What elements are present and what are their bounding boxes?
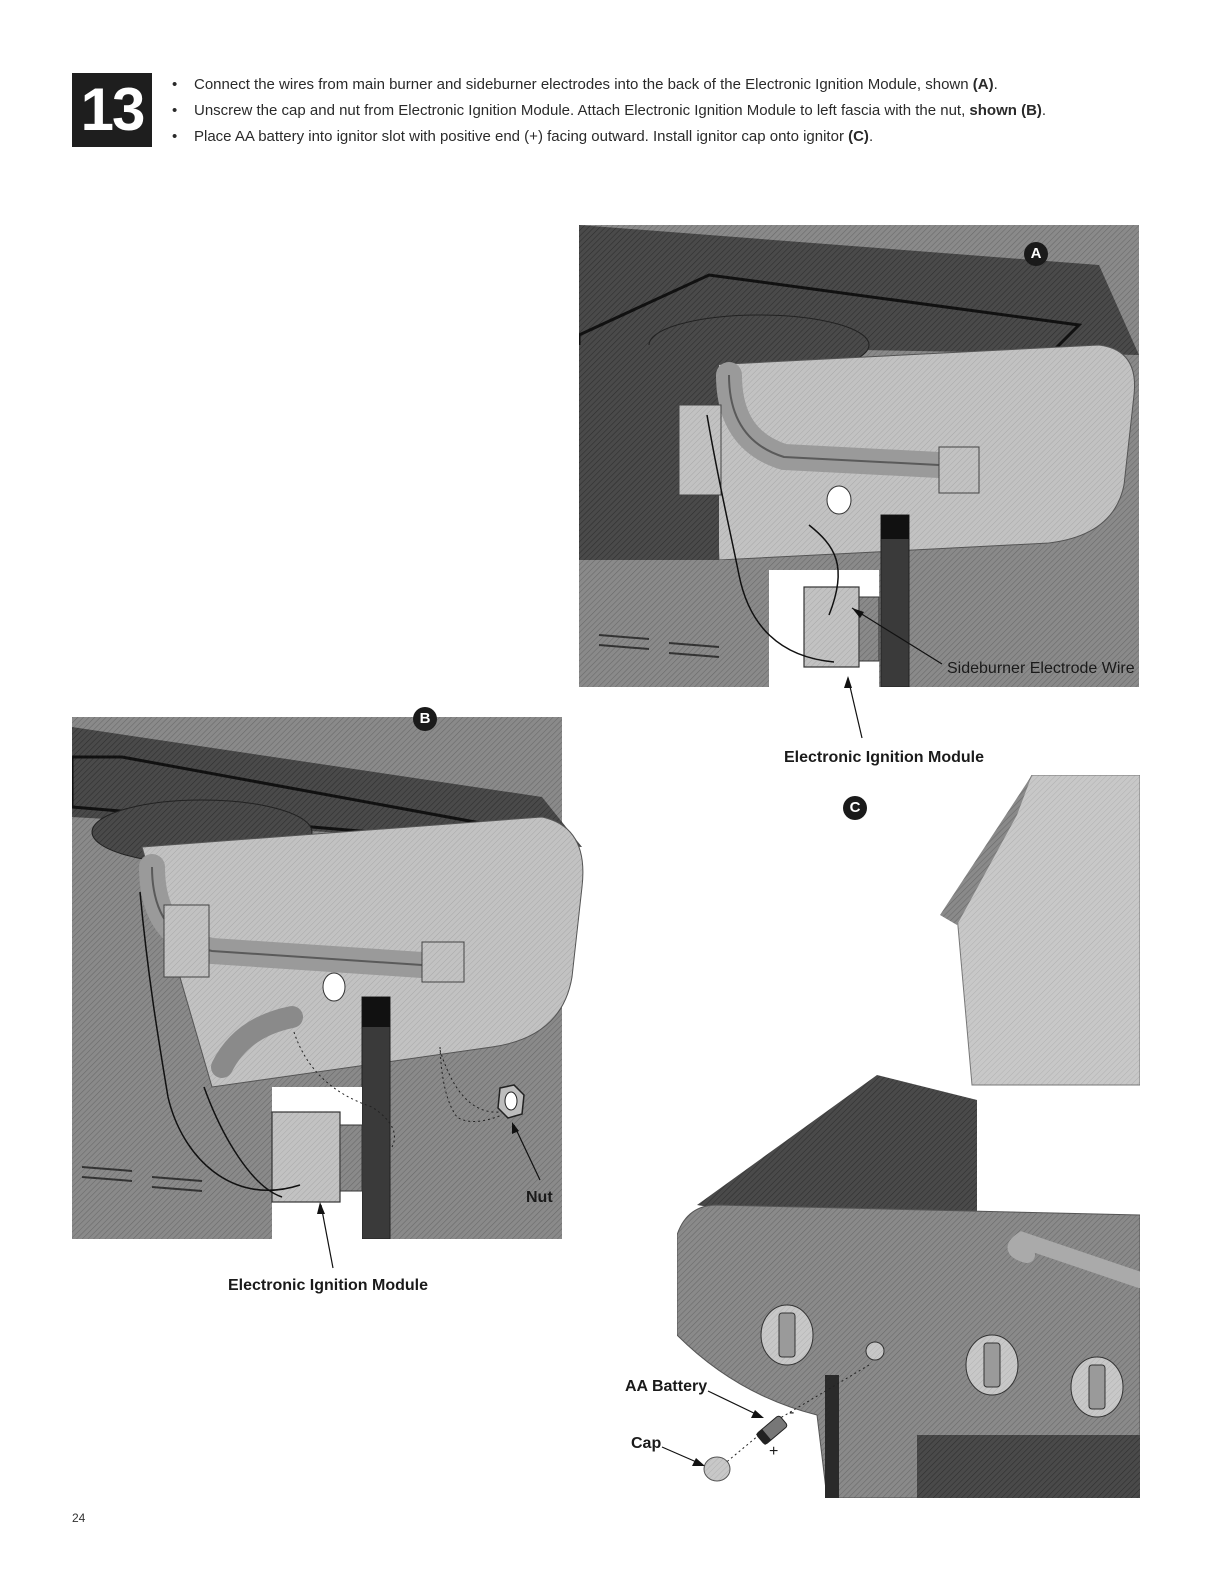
figure-c-ignitor-battery <box>677 775 1140 1498</box>
battery-positive-sign: + <box>769 1443 779 1460</box>
control-knob <box>965 1334 1019 1396</box>
instruction-list: Connect the wires from main burner and s… <box>172 72 1172 150</box>
page-number: 24 <box>72 1511 86 1525</box>
figure-b-illustration <box>72 717 589 1239</box>
figure-a-sideburner-underside <box>579 225 1139 687</box>
instruction-item: Connect the wires from main burner and s… <box>172 72 1172 98</box>
callout-cap: Cap <box>631 1435 662 1452</box>
figure-c-illustration <box>677 775 1140 1498</box>
step-number-badge: 13 <box>72 73 152 147</box>
callout-aa-battery: AA Battery <box>625 1378 708 1395</box>
figure-b-module-mounting <box>72 717 589 1239</box>
figure-c-label: C <box>843 796 867 820</box>
control-knob <box>1070 1356 1124 1418</box>
instruction-item: Place AA battery into ignitor slot with … <box>172 124 1172 150</box>
aa-battery <box>756 1415 788 1446</box>
callout-electronic-ignition-module-b: Electronic Ignition Module <box>228 1277 428 1294</box>
ignitor-cap <box>703 1456 731 1482</box>
callout-nut: Nut <box>526 1189 553 1206</box>
instruction-item: Unscrew the cap and nut from Electronic … <box>172 98 1172 124</box>
figure-b-label: B <box>413 707 437 731</box>
callout-electronic-ignition-module-a: Electronic Ignition Module <box>784 749 984 766</box>
battery-negative-sign: - <box>789 1404 795 1421</box>
callout-sideburner-electrode-wire: Sideburner Electrode Wire <box>947 660 1135 677</box>
control-knob <box>760 1304 814 1366</box>
figure-a-label: A <box>1024 242 1048 266</box>
figure-a-illustration <box>579 225 1139 687</box>
